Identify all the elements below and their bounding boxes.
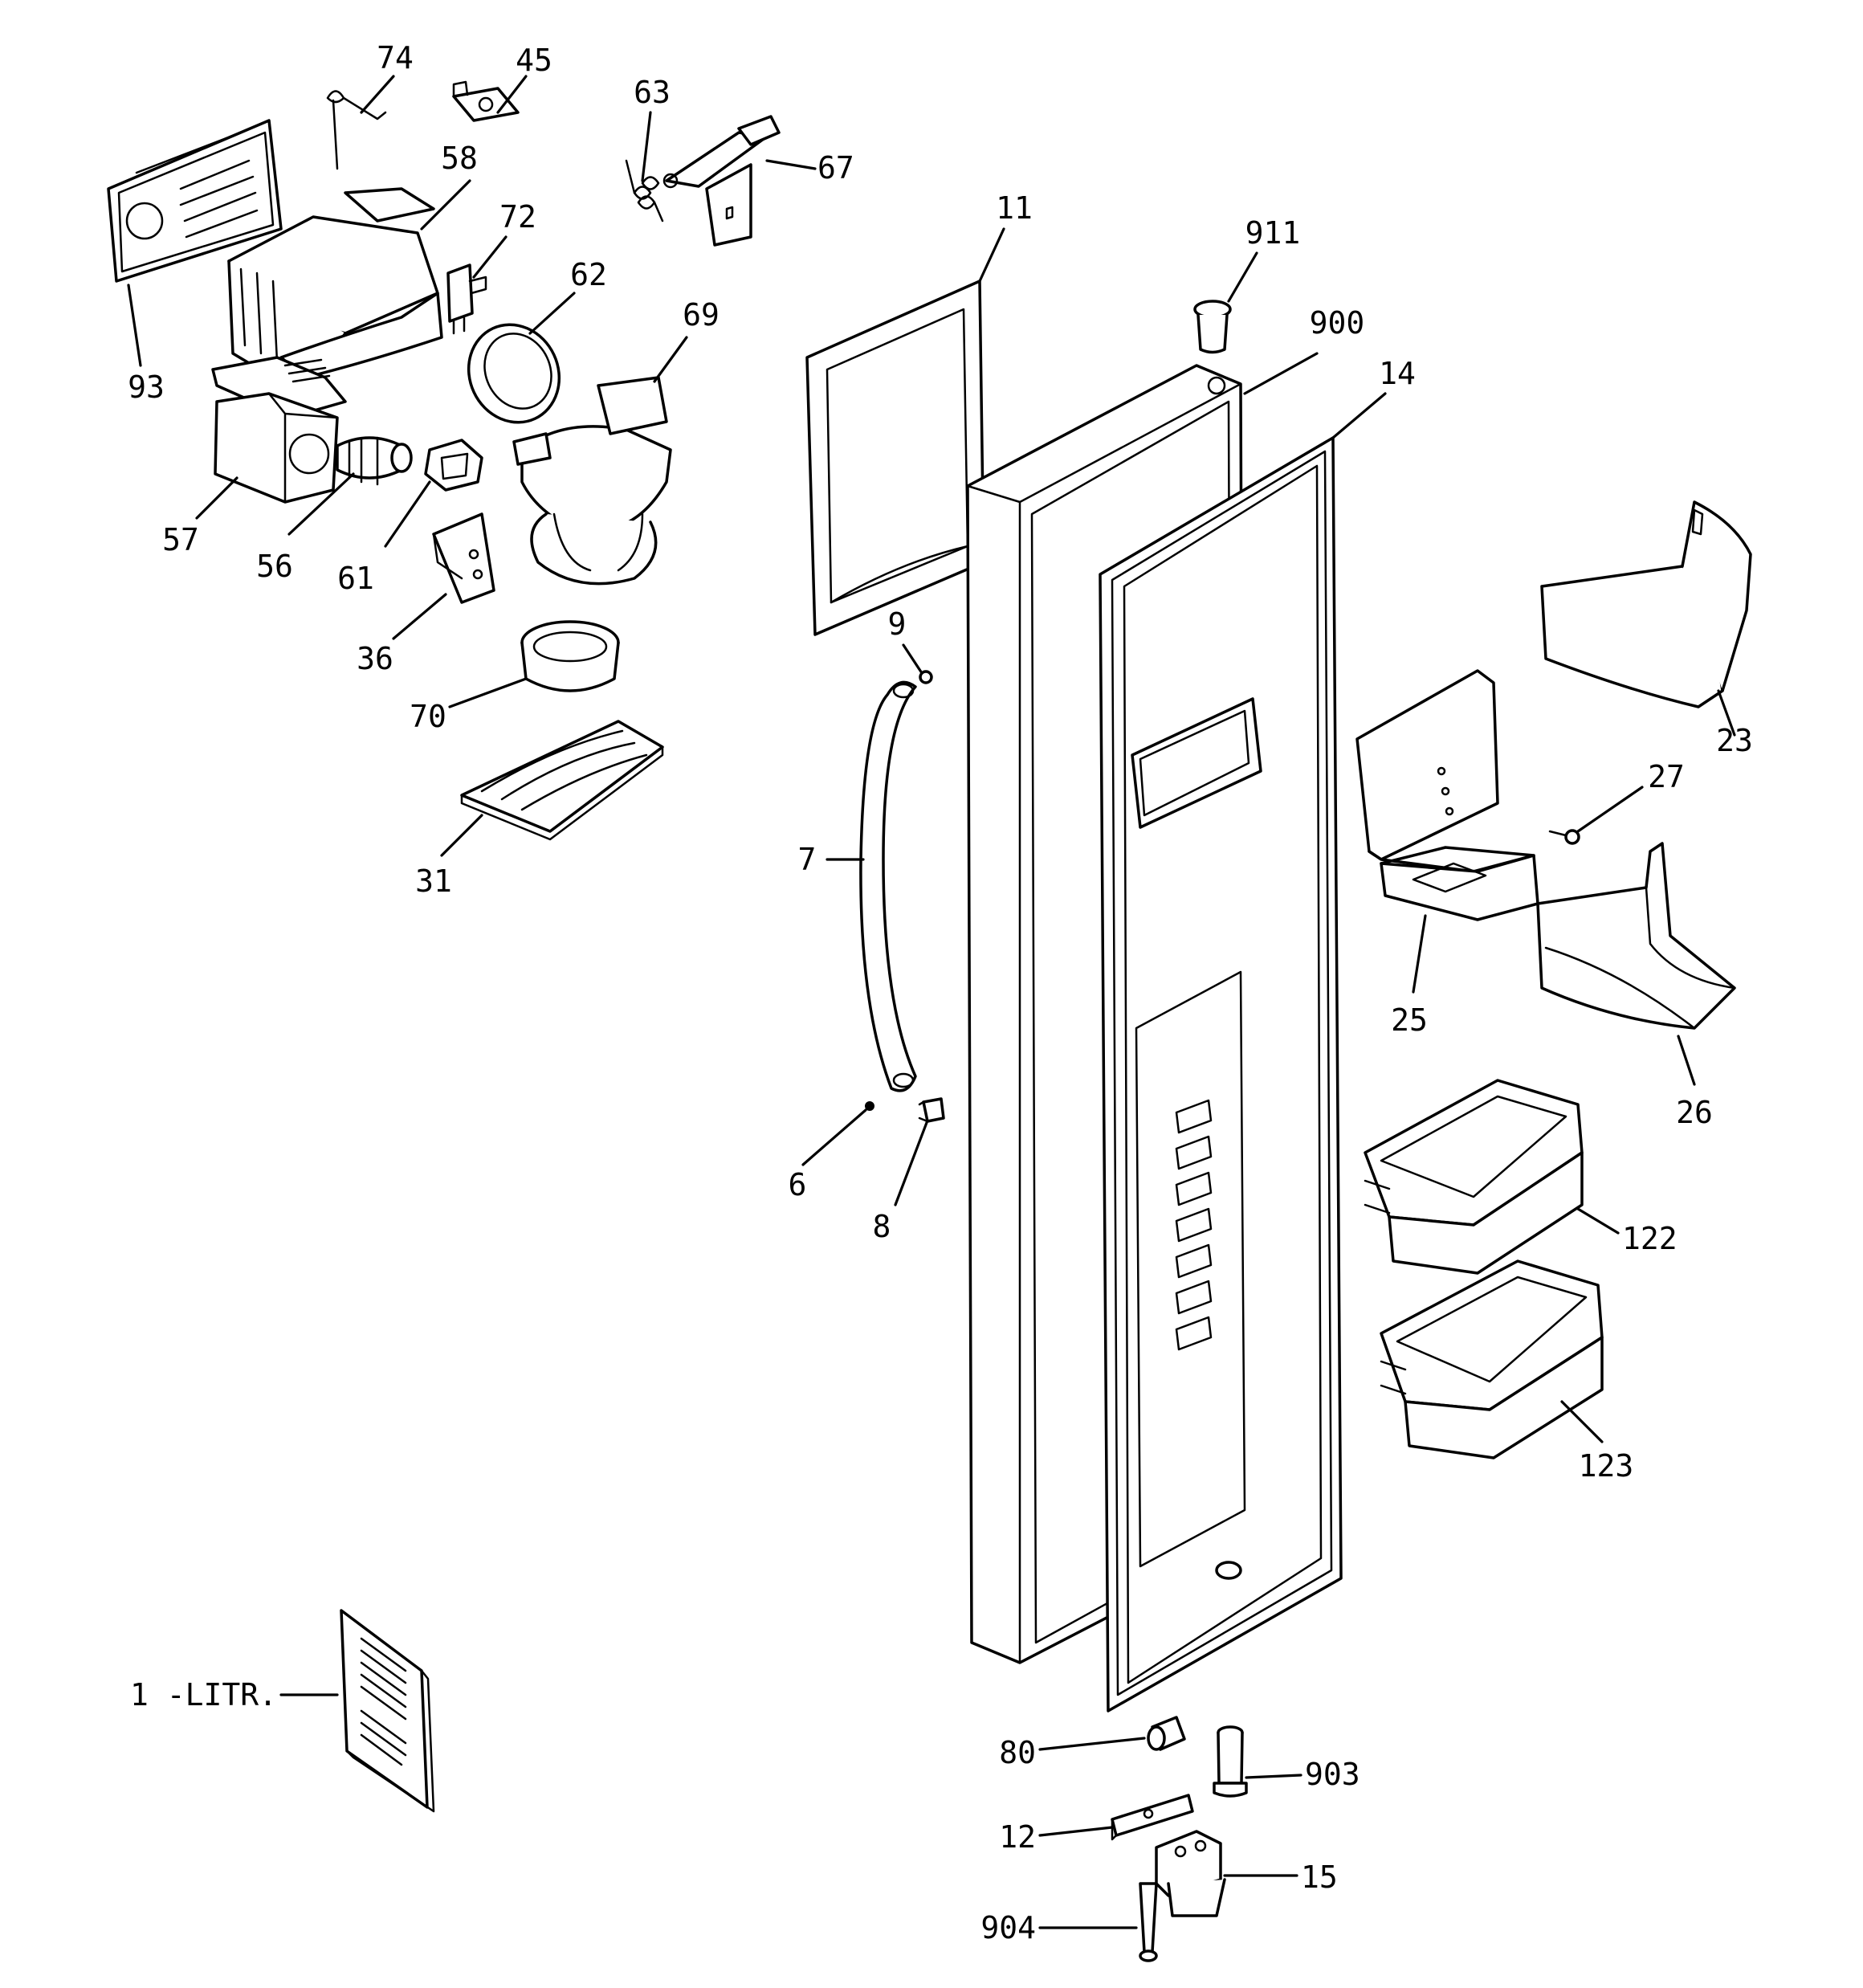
part-8-fastener xyxy=(918,1097,945,1123)
part-72-switch xyxy=(446,263,487,335)
callout-69: 69 xyxy=(683,297,720,333)
callout-8: 8 xyxy=(873,1209,891,1244)
callout-62: 62 xyxy=(570,257,607,292)
part-56-auger-coupling xyxy=(336,436,413,486)
callout-57: 57 xyxy=(162,522,199,557)
callout-122: 122 xyxy=(1622,1221,1678,1256)
callout-58: 58 xyxy=(441,141,478,176)
part-11-inner-panel xyxy=(805,280,985,636)
callout-80: 80 xyxy=(999,1735,1036,1770)
callout-123: 123 xyxy=(1579,1448,1634,1484)
part-36-bracket xyxy=(432,512,495,604)
part-7-handle xyxy=(859,680,917,1092)
part-12-hinge-plate xyxy=(1111,1794,1194,1841)
part-31-drip-tray xyxy=(460,720,664,841)
callout-6: 6 xyxy=(789,1167,807,1202)
callout-23: 23 xyxy=(1716,723,1753,758)
callout-911: 911 xyxy=(1245,215,1301,251)
callout-27: 27 xyxy=(1648,759,1685,794)
part-903-pin xyxy=(1213,1725,1248,1798)
part-62-ring xyxy=(467,323,561,424)
callout-903: 903 xyxy=(1305,1757,1360,1792)
callout-63: 63 xyxy=(634,75,671,110)
callout-74: 74 xyxy=(377,40,414,76)
part-122-door-bin xyxy=(1364,1079,1584,1275)
callout-1-litr: 1 -LITR. xyxy=(130,1677,277,1712)
callout-900: 900 xyxy=(1310,305,1365,341)
part-67-actuator xyxy=(662,115,781,247)
callout-25: 25 xyxy=(1391,1002,1428,1038)
part-93-control-panel xyxy=(107,119,283,283)
callout-45: 45 xyxy=(516,43,552,78)
part-9-cap xyxy=(919,670,933,684)
part-25-dispenser-shelf xyxy=(1355,669,1539,921)
callout-904: 904 xyxy=(980,1910,1036,1945)
callout-67: 67 xyxy=(817,150,854,186)
callout-15: 15 xyxy=(1301,1859,1338,1895)
leader-lines xyxy=(127,75,1736,1929)
part-27-screw xyxy=(1548,829,1580,845)
callout-14: 14 xyxy=(1379,356,1416,391)
callout-9: 9 xyxy=(888,606,907,642)
callout-7: 7 xyxy=(798,842,817,877)
callout-93: 93 xyxy=(128,369,165,405)
callout-11: 11 xyxy=(996,190,1033,226)
part-26-bin-cover xyxy=(1536,842,1736,1030)
part-911-bushing xyxy=(1193,300,1232,354)
part-15-hinge-bracket xyxy=(1155,1830,1226,1917)
callout-56: 56 xyxy=(256,549,293,584)
part-57-motor-cover xyxy=(214,392,339,504)
part-45-bracket xyxy=(452,80,520,122)
callout-26: 26 xyxy=(1676,1095,1713,1130)
callout-72: 72 xyxy=(499,199,536,235)
part-23-shelf-cover xyxy=(1540,500,1752,708)
part-61-cam xyxy=(424,439,483,492)
part-123-door-bin xyxy=(1380,1259,1604,1459)
part-6-screw xyxy=(865,1101,874,1111)
callout-12: 12 xyxy=(999,1819,1036,1855)
part-80-plug xyxy=(1147,1716,1186,1751)
callout-labels: 74 45 63 67 58 72 11 911 62 69 93 900 14… xyxy=(128,40,1753,1945)
callout-31: 31 xyxy=(415,863,452,899)
part-63-spring xyxy=(625,159,664,222)
part-69-ice-chute xyxy=(512,376,672,586)
part-70-collar xyxy=(520,620,620,692)
callout-61: 61 xyxy=(337,561,374,596)
part-904-screw xyxy=(1139,1882,1158,1962)
part-58-dispenser-housing xyxy=(211,187,443,419)
part-74-spring-wire xyxy=(326,90,387,170)
part-14-gasket xyxy=(1099,436,1343,1712)
part-1-literature xyxy=(340,1609,435,1813)
callout-36: 36 xyxy=(357,641,393,676)
callout-70: 70 xyxy=(410,699,446,734)
